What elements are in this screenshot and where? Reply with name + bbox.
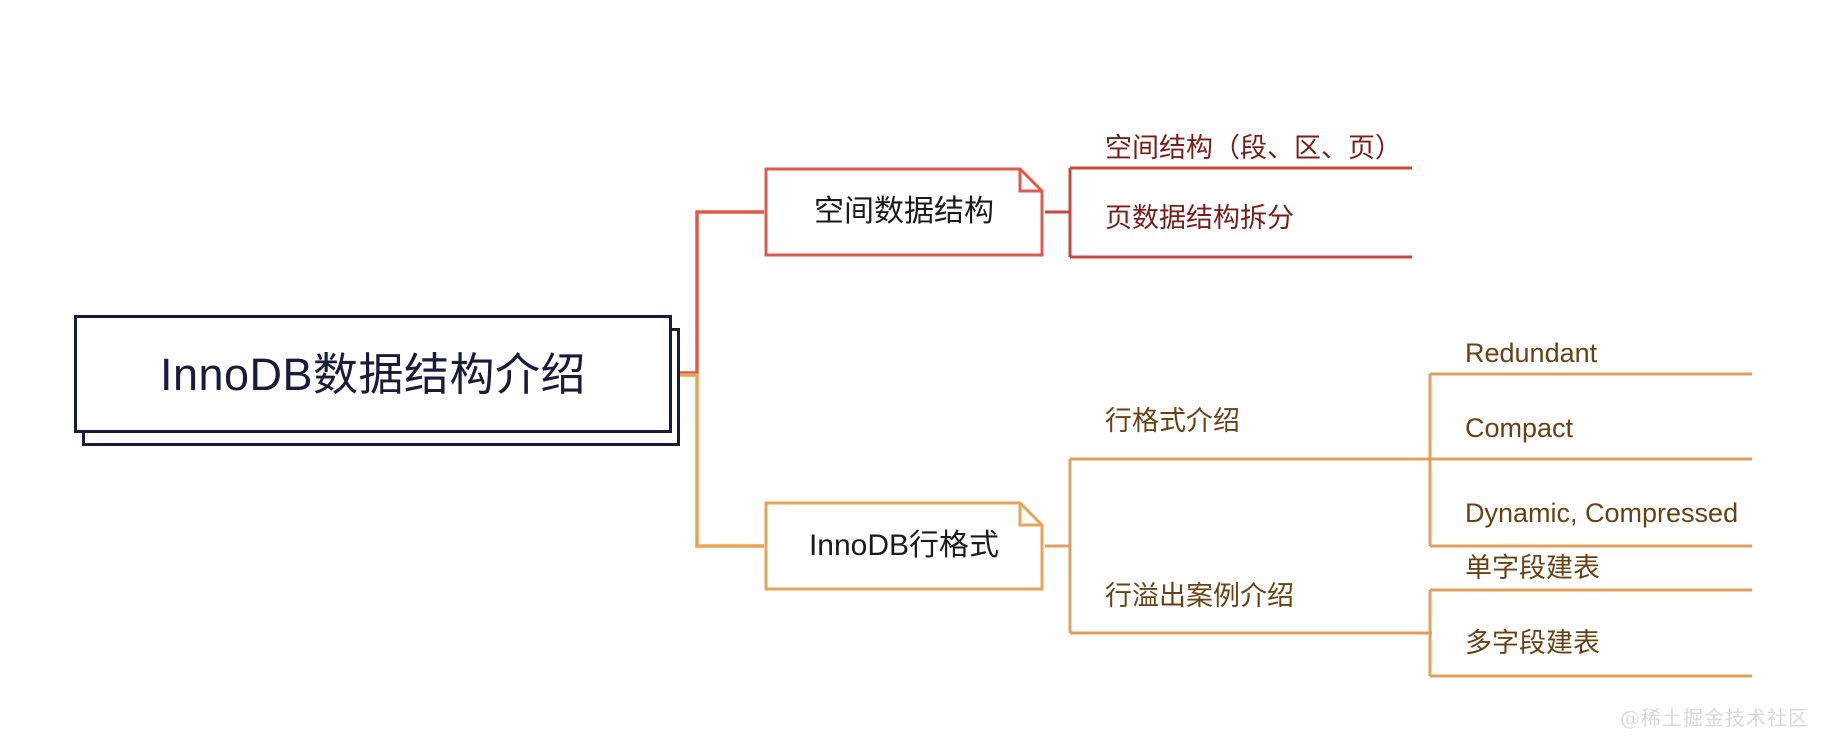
branch-node-innodb-row-format[interactable]: InnoDB行格式 [764, 501, 1044, 591]
root-node[interactable]: InnoDB数据结构介绍 [74, 315, 672, 433]
leaf-label-spatial-structure[interactable]: 空间结构（段、区、页） [1105, 133, 1402, 163]
folded-corner-shape-red [764, 167, 1044, 257]
branch-label-innodb-row-format: InnoDB行格式 [808, 529, 1000, 562]
leaf-label-redundant[interactable]: Redundant [1465, 338, 1598, 368]
leaf-label-multi-field-table[interactable]: 多字段建表 [1465, 628, 1600, 658]
watermark: @稀土掘金技术社区 [1620, 706, 1809, 730]
group-label-row-format-intro[interactable]: 行格式介绍 [1105, 406, 1240, 436]
leaf-label-single-field-table[interactable]: 单字段建表 [1465, 553, 1600, 583]
group-label-row-overflow-case-intro[interactable]: 行溢出案例介绍 [1105, 581, 1294, 611]
folded-corner-shape-orange [764, 501, 1044, 591]
root-node-label: InnoDB数据结构介绍 [159, 348, 587, 400]
leaf-label-compact[interactable]: Compact [1465, 413, 1574, 443]
branch-node-spatial-data-structure[interactable]: 空间数据结构 [764, 167, 1044, 257]
leaf-label-dynamic-compressed[interactable]: Dynamic, Compressed [1465, 498, 1739, 528]
leaf-label-page-structure-split[interactable]: 页数据结构拆分 [1105, 203, 1294, 233]
branch-label-spatial-data-structure: 空间数据结构 [814, 195, 994, 228]
